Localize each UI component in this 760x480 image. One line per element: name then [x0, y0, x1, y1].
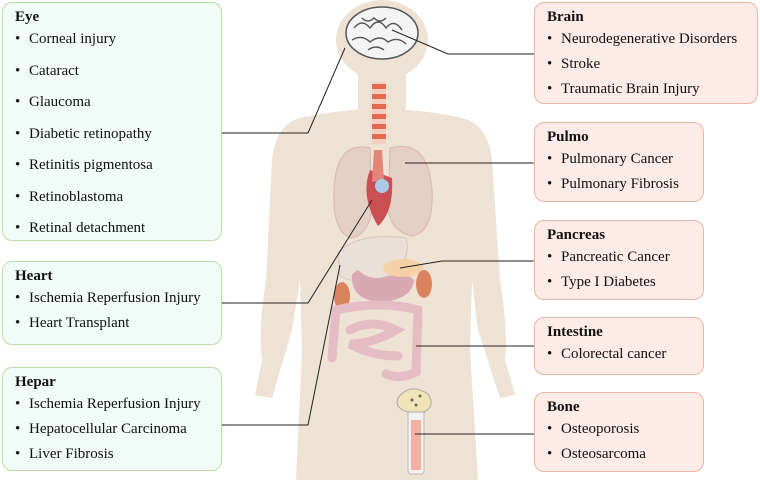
- pancreas-leader: [399, 260, 535, 269]
- list-item: Pulmonary Fibrosis: [547, 175, 693, 200]
- heart-leader: [222, 199, 373, 304]
- list-item: Stroke: [547, 55, 747, 80]
- panel-title: Hepar: [15, 374, 56, 390]
- intestine-organ: [327, 300, 423, 382]
- list-item: Glaucoma: [15, 93, 211, 125]
- hepar-panel: Hepar Ischemia Reperfusion Injury Hepato…: [2, 367, 222, 471]
- panel-title: Pancreas: [547, 227, 606, 243]
- condition-list: Neurodegenerative Disorders Stroke Traum…: [547, 30, 747, 105]
- eye-panel: Eye Corneal injury Cataract Glaucoma Dia…: [2, 2, 222, 241]
- list-item: Retinal detachment: [15, 219, 211, 251]
- panel-title: Intestine: [547, 324, 603, 340]
- panel-title: Eye: [15, 9, 40, 25]
- bone-panel: Bone Osteoporosis Osteosarcoma: [534, 392, 704, 472]
- condition-list: Pancreatic Cancer Type I Diabetes: [547, 248, 693, 298]
- list-item: Osteoporosis: [547, 420, 693, 445]
- hepar-leader: [222, 264, 341, 426]
- condition-list: Ischemia Reperfusion Injury Heart Transp…: [15, 289, 211, 339]
- pulmo-panel: Pulmo Pulmonary Cancer Pulmonary Fibrosi…: [534, 122, 704, 202]
- trachea-organ: [372, 82, 386, 144]
- list-item: Osteosarcoma: [547, 445, 693, 470]
- list-item: Liver Fibrosis: [15, 445, 211, 470]
- eye-leader: [222, 47, 346, 134]
- list-item: Diabetic retinopathy: [15, 125, 211, 157]
- list-item: Retinoblastoma: [15, 188, 211, 220]
- panel-title: Brain: [547, 9, 584, 25]
- intestine-panel: Intestine Colorectal cancer: [534, 317, 704, 375]
- heart-organ: [366, 150, 393, 226]
- list-item: Ischemia Reperfusion Injury: [15, 289, 211, 314]
- panel-title: Heart: [15, 268, 53, 284]
- kidney-organ: [334, 270, 432, 310]
- panel-title: Pulmo: [547, 129, 589, 145]
- brain-organ: [345, 6, 419, 60]
- list-item: Hepatocellular Carcinoma: [15, 420, 211, 445]
- list-item: Traumatic Brain Injury: [547, 80, 747, 105]
- pancreas-panel: Pancreas Pancreatic Cancer Type I Diabet…: [534, 220, 704, 300]
- condition-list: Colorectal cancer: [547, 345, 693, 370]
- list-item: Ischemia Reperfusion Injury: [15, 395, 211, 420]
- heart-panel: Heart Ischemia Reperfusion Injury Heart …: [2, 261, 222, 345]
- panel-title: Bone: [547, 399, 580, 415]
- brain-leader: [391, 29, 535, 55]
- list-item: Heart Transplant: [15, 314, 211, 339]
- list-item: Retinitis pigmentosa: [15, 156, 211, 188]
- condition-list: Corneal injury Cataract Glaucoma Diabeti…: [15, 30, 211, 251]
- stomach-organ: [351, 270, 414, 302]
- condition-list: Ischemia Reperfusion Injury Hepatocellul…: [15, 395, 211, 470]
- brain-panel: Brain Neurodegenerative Disorders Stroke…: [534, 2, 758, 104]
- bone-organ: [396, 388, 432, 475]
- list-item: Neurodegenerative Disorders: [547, 30, 747, 55]
- list-item: Corneal injury: [15, 30, 211, 62]
- list-item: Colorectal cancer: [547, 345, 693, 370]
- condition-list: Pulmonary Cancer Pulmonary Fibrosis: [547, 150, 693, 200]
- list-item: Type I Diabetes: [547, 273, 693, 298]
- list-item: Pulmonary Cancer: [547, 150, 693, 175]
- list-item: Cataract: [15, 62, 211, 94]
- list-item: Pancreatic Cancer: [547, 248, 693, 273]
- condition-list: Osteoporosis Osteosarcoma: [547, 420, 693, 470]
